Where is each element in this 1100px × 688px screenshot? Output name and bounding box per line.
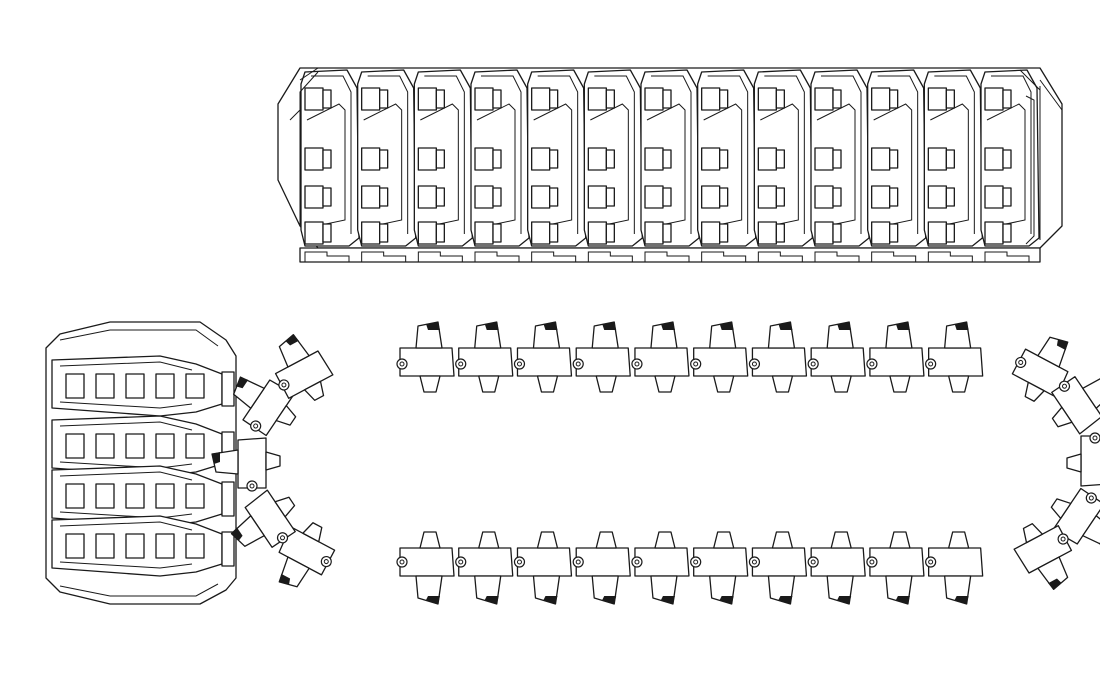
track-top-view (277, 67, 1063, 263)
track-loop-view (211, 321, 1100, 605)
loop-link-bottom (807, 531, 866, 605)
loop-link-bottom (455, 531, 514, 605)
loop-link-curve (1013, 523, 1073, 591)
loop-link-top (396, 321, 455, 393)
loop-link-top (748, 321, 808, 393)
loop-link-bottom (690, 531, 749, 605)
track-link (527, 69, 587, 262)
track-front-view (45, 321, 237, 605)
loop-link-top (455, 321, 514, 393)
track-link (867, 69, 927, 262)
track-bottom-strip (299, 247, 1041, 263)
track-link (980, 69, 1040, 262)
track-link (697, 69, 757, 262)
track-link (923, 69, 983, 262)
loop-link-bottom (631, 531, 690, 605)
front-pad (51, 515, 235, 577)
track-link (470, 69, 530, 262)
loop-link-top (513, 321, 573, 393)
loop-link-curve (274, 333, 334, 401)
loop-link-bottom (748, 531, 808, 605)
loop-link-curve (1050, 487, 1100, 548)
loop-link-bottom (925, 531, 984, 605)
loop-link-top (866, 321, 925, 393)
loop-link-bottom (396, 531, 455, 605)
track-link (640, 69, 700, 262)
loop-link-bottom (572, 531, 631, 605)
loop-link-curve (230, 489, 296, 548)
loop-link-top (690, 321, 749, 393)
track-link (810, 69, 870, 262)
loop-link-bottom (513, 531, 573, 605)
loop-link-curve (211, 437, 281, 492)
track-link (753, 69, 813, 262)
loop-link-top (807, 321, 866, 393)
front-pad (51, 355, 235, 417)
loop-link-curve (1051, 376, 1100, 435)
track-link (583, 69, 643, 262)
loop-link-curve (1011, 336, 1069, 402)
loop-link-curve (278, 522, 336, 588)
loop-link-curve (1066, 432, 1100, 487)
track-link (300, 69, 360, 262)
loop-link-bottom (866, 531, 925, 605)
track-link (357, 69, 417, 262)
front-pad (51, 465, 235, 527)
track-link (413, 69, 473, 262)
loop-link-curve (233, 376, 297, 437)
loop-link-top (631, 321, 690, 393)
loop-link-top (925, 321, 984, 393)
loop-link-top (572, 321, 631, 393)
